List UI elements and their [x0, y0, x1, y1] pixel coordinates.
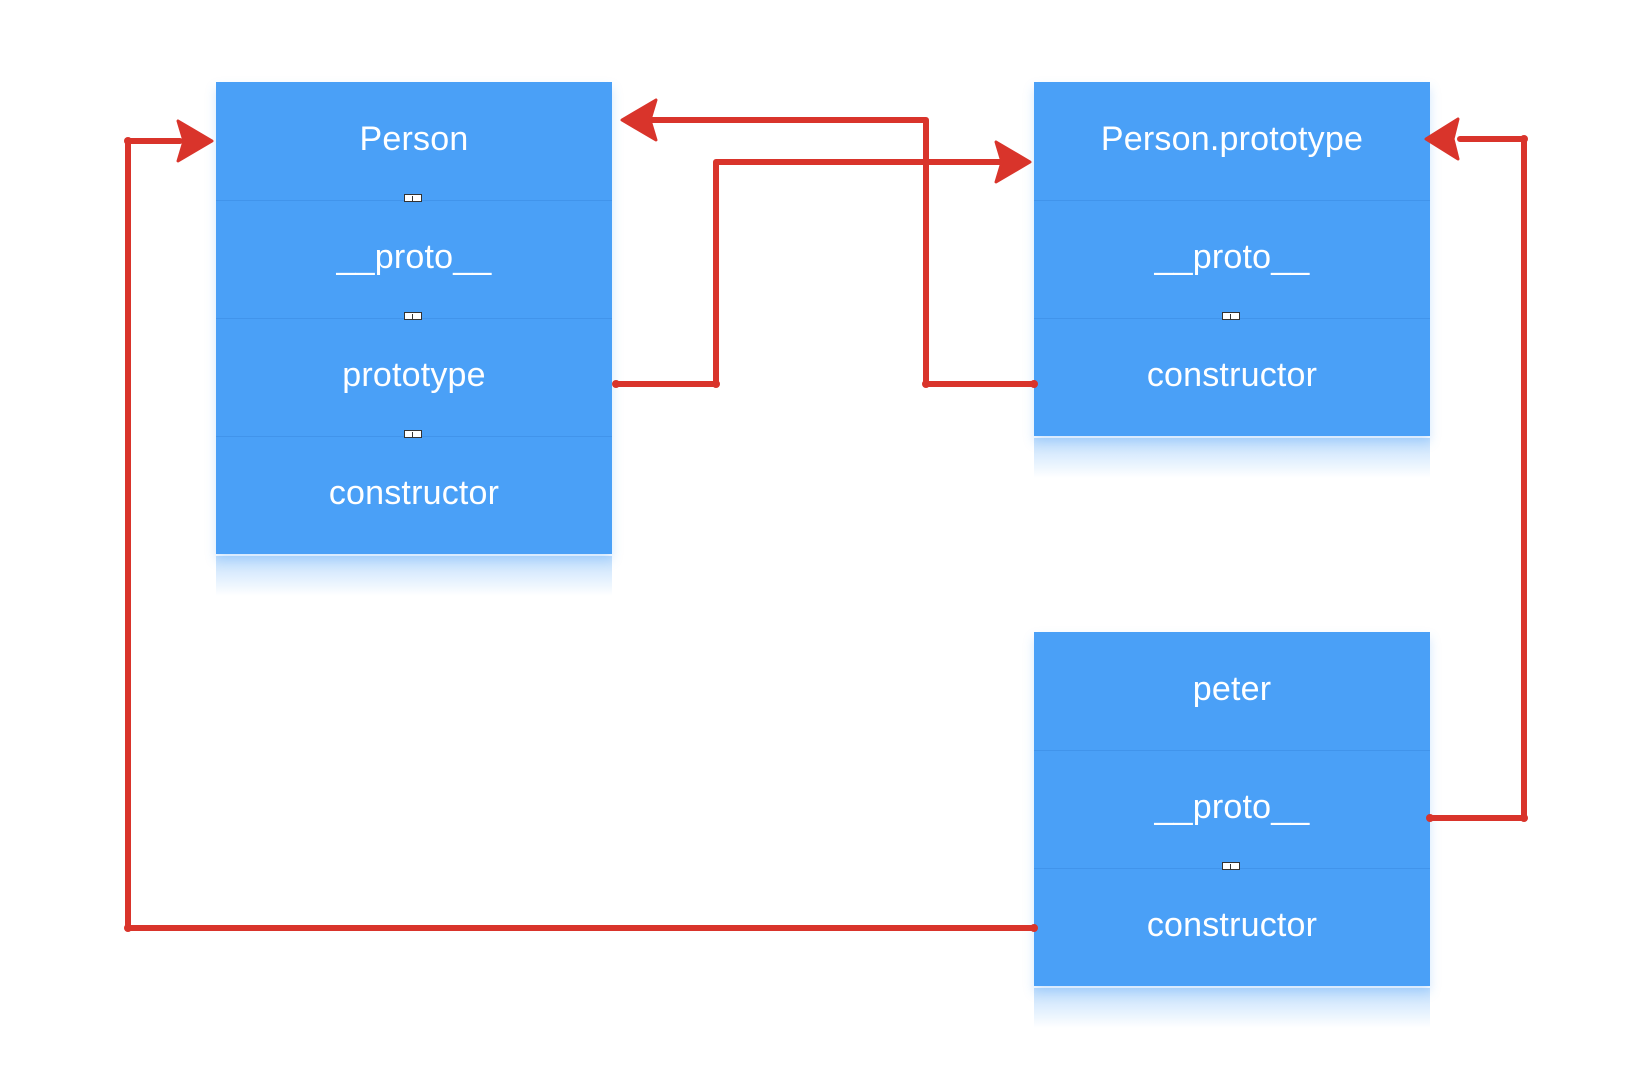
peter-constructor-cell[interactable]: constructor [1034, 868, 1430, 986]
expand-handle-icon[interactable] [1222, 312, 1240, 320]
arrow-pp-constructor-to-person [637, 117, 1037, 387]
person-title-cell[interactable]: Person [216, 82, 612, 202]
peter-proto-cell[interactable]: __proto__ [1034, 750, 1430, 870]
connector-dot [124, 137, 132, 145]
peter-title: peter [1192, 669, 1272, 708]
arrow-peter-proto-to-pp [1427, 136, 1527, 821]
arrow-person-prototype-to-pp [613, 159, 1003, 387]
peter-constructor-label: constructor [1146, 906, 1318, 944]
peter-title-cell[interactable]: peter [1034, 632, 1430, 750]
connector-dot [1520, 814, 1528, 822]
peter-proto-label: __proto__ [1154, 788, 1310, 826]
arrowhead-icon [994, 140, 1032, 184]
connector-dot [124, 924, 132, 932]
expand-handle-icon[interactable] [404, 194, 422, 202]
peter-box[interactable]: peter __proto__ constructor [1034, 632, 1430, 986]
connector-dot [922, 380, 930, 388]
connector-dot [712, 380, 720, 388]
person-prototype-box-shadow [1034, 438, 1430, 478]
expand-handle-icon[interactable] [404, 312, 422, 320]
arrowhead-icon [176, 119, 214, 163]
pp-proto-label: __proto__ [1154, 238, 1310, 276]
pp-constructor-label: constructor [1146, 356, 1318, 394]
person-prototype-box[interactable]: Person.prototype __proto__ constructor [1034, 82, 1430, 436]
pp-title: Person.prototype [1100, 119, 1364, 158]
expand-handle-icon[interactable] [404, 430, 422, 438]
person-prototype-cell[interactable]: prototype [216, 318, 612, 438]
person-prototype-label: prototype [342, 356, 486, 394]
person-constructor-cell[interactable]: constructor [216, 436, 612, 554]
person-title: Person [359, 119, 469, 158]
connector-dot [612, 380, 620, 388]
person-proto-label: __proto__ [336, 238, 492, 276]
person-box-shadow [216, 556, 612, 596]
connector-dot [1520, 135, 1528, 143]
person-proto-cell[interactable]: __proto__ [216, 200, 612, 320]
pp-proto-cell[interactable]: __proto__ [1034, 200, 1430, 320]
pp-title-cell[interactable]: Person.prototype [1034, 82, 1430, 200]
arrowhead-icon [1424, 117, 1460, 161]
arrowhead-icon [620, 98, 658, 142]
pp-constructor-cell[interactable]: constructor [1034, 318, 1430, 436]
peter-box-shadow [1034, 988, 1430, 1028]
person-constructor-label: constructor [328, 474, 500, 512]
person-box[interactable]: Person __proto__ prototype constructor [216, 82, 612, 554]
expand-handle-icon[interactable] [1222, 862, 1240, 870]
